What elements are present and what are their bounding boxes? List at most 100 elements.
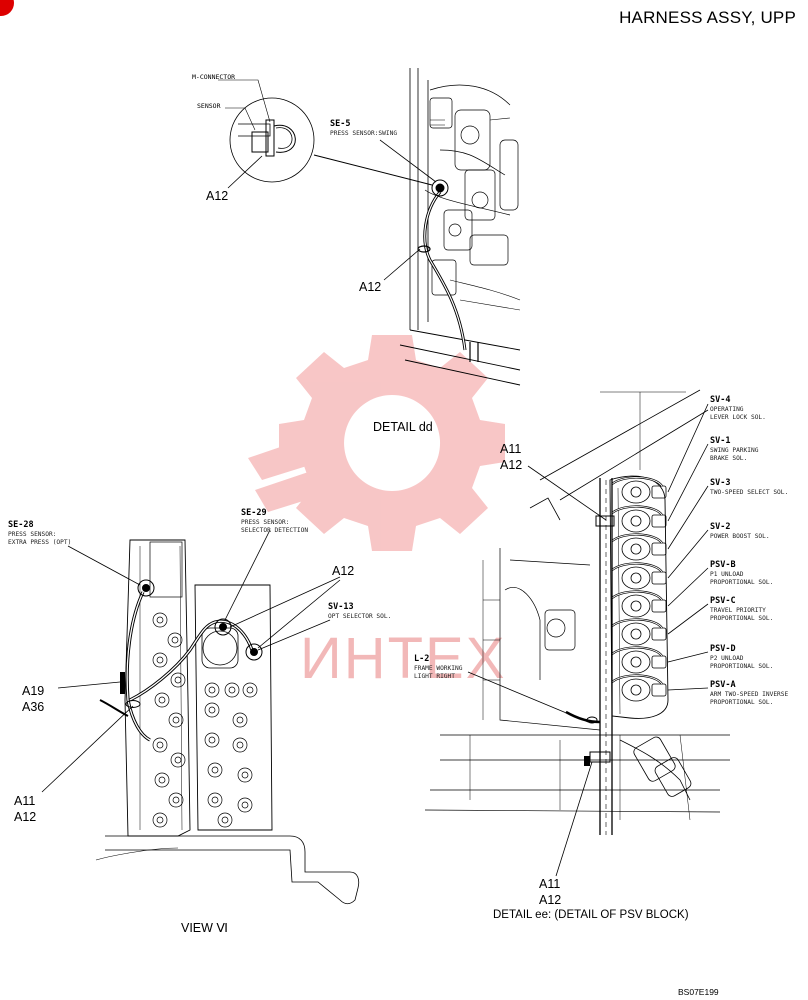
callout-sv3-desc-line-1: TWO-SPEED SELECT SOL. (710, 489, 789, 496)
valve-fitting-core-16 (236, 716, 244, 724)
callout-psvc-code: PSV-C (710, 596, 736, 606)
valve-fitting-core-10 (172, 796, 180, 804)
callout-psvb-desc-line-2: PROPORTIONAL SOL. (710, 579, 774, 586)
psv-solenoid-core-7 (630, 656, 642, 668)
l2-desc-line-2: LIGHT RIGHT (414, 673, 455, 680)
valve-fitting-8 (170, 752, 186, 768)
callout-psvd-desc-line-1: P2 UNLOAD (710, 655, 744, 662)
watermark-text: ИНТЕХ (300, 626, 506, 691)
se29-desc-line-1: PRESS SENSOR: (241, 519, 290, 526)
callout-psvc-desc-line-1: TRAVEL PRIORITY (710, 607, 766, 614)
psv-connector-6 (651, 627, 667, 641)
se5-desc: PRESS SENSOR:SWING (330, 130, 398, 137)
psv-solenoid-core-1 (630, 486, 642, 498)
valve-fitting-9 (154, 772, 170, 788)
detail-dd-caption: DETAIL dd (373, 420, 433, 434)
se28-desc-line-1: PRESS SENSOR: (8, 531, 57, 538)
inset-m-connector-label: M-CONNECTOR (192, 73, 236, 81)
vi-a36-label: A36 (22, 700, 45, 714)
psv-wire-4 (611, 562, 663, 573)
psv-wire-2 (611, 505, 663, 516)
detail-ee-caption: DETAIL ee: (DETAIL OF PSV BLOCK) (493, 909, 689, 921)
callout-leader-7 (667, 651, 709, 663)
valve-fitting-15 (204, 702, 220, 718)
psv-wire-core-5 (611, 591, 663, 601)
psv-solenoid-6 (621, 622, 651, 646)
valve-fitting-core-19 (211, 766, 219, 774)
vi-a19-label: A19 (22, 684, 45, 698)
callout-sv1-desc-line-2: BRAKE SOL. (710, 455, 748, 462)
detail-dd-drawing (218, 68, 521, 386)
view-vi-drawing (41, 529, 360, 905)
watermark-flag (248, 430, 348, 512)
psv-solenoid-core-8 (630, 684, 642, 696)
psv-connector-4 (651, 571, 667, 585)
psv-wire-core-6 (611, 619, 663, 629)
psv-connector-3 (651, 542, 667, 556)
psv-wire-6 (611, 618, 663, 629)
valve-fitting-5 (154, 692, 170, 708)
psv-solenoid-core-2 (630, 515, 642, 527)
valve-fitting-2 (167, 632, 183, 648)
valve-fitting-core-7 (156, 741, 164, 749)
valve-fitting-core-21 (211, 796, 219, 804)
ee-bottom-a12-label: A12 (539, 893, 562, 907)
se28-desc-line-2: EXTRA PRESS (OPT) (8, 539, 72, 546)
callout-leader-4 (667, 529, 709, 579)
callout-psvb-desc-line-1: P1 UNLOAD (710, 571, 744, 578)
psv-wire-core-8 (611, 675, 663, 685)
callout-leader-3 (667, 485, 709, 550)
psv-solenoid-1 (621, 480, 651, 504)
psv-wire-core-4 (611, 563, 663, 573)
callout-psvb-code: PSV-B (710, 560, 736, 570)
callout-psvd-code: PSV-D (710, 644, 736, 654)
callout-psva-desc-line-1: ARM TWO-SPEED INVERSE (710, 691, 789, 698)
valve-fitting-core-4 (174, 676, 182, 684)
valve-fitting-core-14 (246, 686, 254, 694)
callout-sv1-code: SV-1 (710, 436, 731, 446)
watermark-gear (279, 335, 505, 551)
valve-fitting-core-2 (171, 636, 179, 644)
detail-ee-drawing (424, 389, 730, 877)
valve-fitting-10 (168, 792, 184, 808)
psv-solenoid-5 (621, 594, 651, 618)
valve-fitting-core-6 (172, 716, 180, 724)
callout-psva-code: PSV-A (710, 680, 736, 690)
page-title: HARNESS ASSY, UPP (619, 8, 796, 27)
callout-sv3-code: SV-3 (710, 478, 731, 488)
l2-desc-line-1: FRAME WORKING (414, 665, 463, 672)
valve-fitting-16 (232, 712, 248, 728)
valve-fitting-core-12 (208, 686, 216, 694)
valve-fitting-core-11 (156, 816, 164, 824)
ee-bottom-a11-label: A11 (539, 877, 561, 891)
psv-wire-3 (611, 533, 663, 544)
valve-fitting-14 (242, 682, 258, 698)
valve-fitting-core-15 (208, 706, 216, 714)
valve-fitting-18 (232, 737, 248, 753)
psv-solenoid-4 (621, 566, 651, 590)
valve-fitting-7 (152, 737, 168, 753)
psv-solenoid-8 (621, 678, 651, 702)
psv-connector-2 (651, 514, 667, 528)
psv-wire-core-3 (611, 534, 663, 544)
valve-fitting-22 (237, 797, 253, 813)
psv-solenoid-2 (621, 509, 651, 533)
callout-psva-desc-line-2: PROPORTIONAL SOL. (710, 699, 774, 706)
psv-wire-core-7 (611, 647, 663, 657)
psv-solenoid-core-6 (630, 628, 642, 640)
valve-fitting-21 (207, 792, 223, 808)
callout-sv2-desc-line-1: POWER BOOST SOL. (710, 533, 770, 540)
callout-leader-6 (667, 603, 709, 635)
callout-leader-1 (667, 403, 709, 493)
valve-fitting-core-17 (208, 736, 216, 744)
psv-solenoid-3 (621, 537, 651, 561)
se28-code: SE-28 (8, 520, 34, 530)
ee-top-a11-label: A11 (500, 442, 522, 456)
psv-connector-5 (651, 599, 667, 613)
inset-sensor-label: SENSOR (197, 102, 221, 110)
callout-sv4-code: SV-4 (710, 395, 731, 405)
psv-solenoid-7 (621, 650, 651, 674)
